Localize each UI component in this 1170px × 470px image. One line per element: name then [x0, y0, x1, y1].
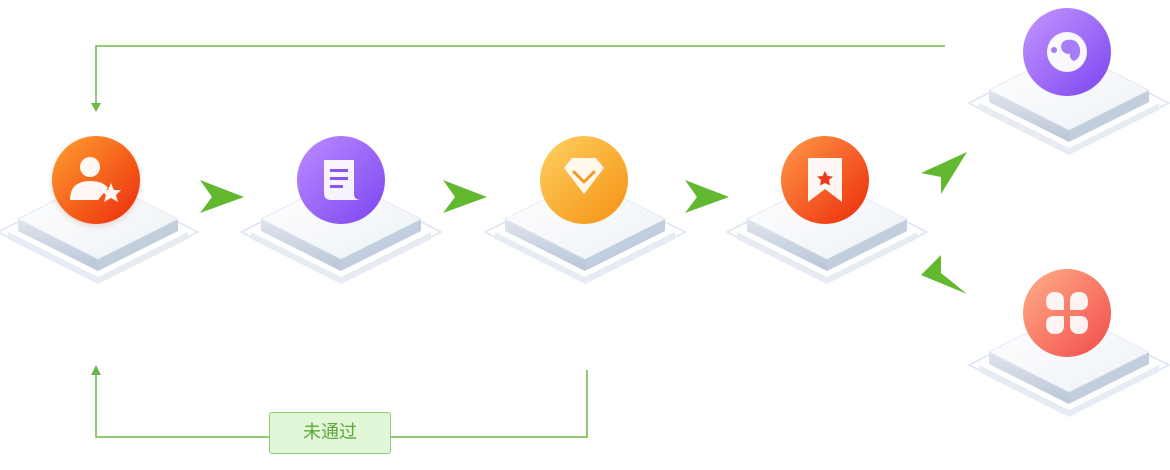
clover-icon [1046, 292, 1088, 334]
flow-arrow-1 [200, 180, 244, 213]
step-node-form [240, 136, 442, 285]
loop-back-connector [95, 45, 945, 104]
step-node-applicant [0, 136, 199, 285]
document-icon [324, 160, 361, 200]
rejected-arrowhead [91, 365, 101, 375]
flow-arrows [200, 152, 967, 294]
node-circle [1023, 269, 1111, 357]
flow-arrow-3 [685, 180, 729, 213]
step-node-outcome-b [968, 269, 1170, 418]
planet-icon [1047, 32, 1087, 72]
loop-back-arrowhead [91, 103, 101, 112]
step-node-outcome-a [968, 8, 1170, 156]
rejected-label: 未通过 [269, 412, 391, 454]
flow-arrow-down [921, 255, 967, 294]
step-node-review [484, 136, 686, 285]
user-star-icon [70, 157, 121, 202]
step-node-approved [726, 136, 928, 285]
diamond-check-icon [564, 158, 604, 194]
ribbon-star-icon [808, 158, 842, 202]
flow-arrow-up [921, 152, 967, 194]
node-circle [52, 136, 140, 224]
flow-arrow-2 [443, 180, 487, 213]
